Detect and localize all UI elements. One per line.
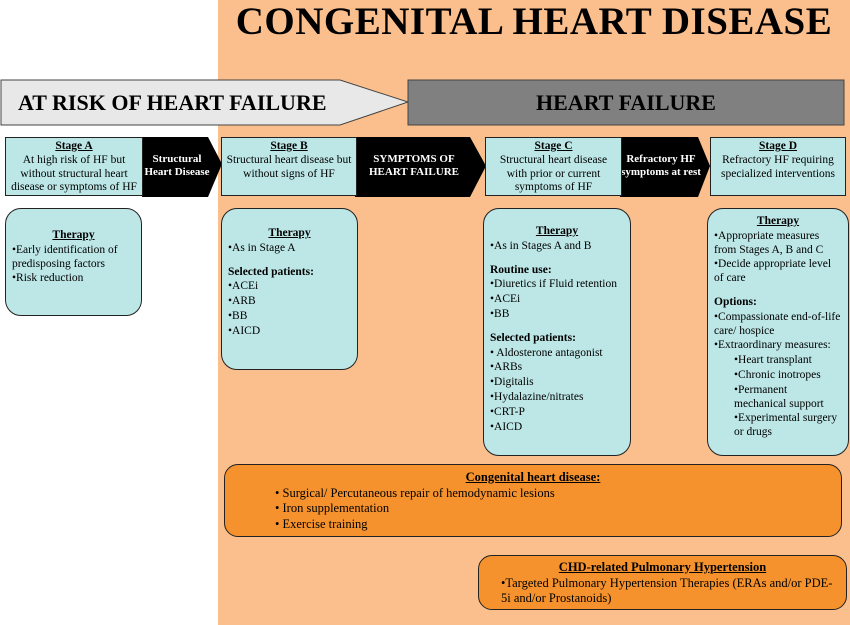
therapy-b-selected-item: •BB <box>228 309 248 322</box>
at-risk-band-label: AT RISK OF HEART FAILURE <box>18 90 327 115</box>
arrow-structural-heart-disease <box>142 137 222 197</box>
therapy-c-selected-item: •AICD <box>490 420 523 433</box>
therapy-a-box: Therapy •Early identification of predisp… <box>5 208 142 316</box>
transition-arrows <box>142 137 710 197</box>
therapy-d-title: Therapy <box>756 215 800 227</box>
heart-failure-band-label: HEART FAILURE <box>536 90 716 115</box>
therapy-d-options-label: Options: <box>714 295 757 308</box>
ph-therapy-title: CHD-related Pulmonary Hypertension <box>558 560 767 574</box>
therapy-b-selected-item: •ARB <box>228 295 256 308</box>
transition-label-b-c: SYMPTOMS OF HEART FAILURE <box>369 152 459 178</box>
stage-d-desc: Refractory HF requiring specialized inte… <box>720 153 835 180</box>
chd-therapy-title: Congenital heart disease: <box>465 470 601 484</box>
therapy-c-item: •As in Stages A and B <box>490 239 592 252</box>
therapy-d-extra-item: •Experimental surgery or drugs <box>734 412 838 439</box>
therapy-b-selected-label: Selected patients: <box>228 265 314 278</box>
stage-a-title: Stage A <box>55 140 93 152</box>
therapy-a-item: •Risk reduction <box>12 272 84 285</box>
therapy-c-routine-item: •Diuretics if Fluid retention <box>490 278 617 291</box>
chd-therapy-item: • Exercise training <box>275 516 368 531</box>
stage-d-box: Stage D Refractory HF requiring speciali… <box>710 137 846 196</box>
stage-d-title: Stage D <box>758 140 797 152</box>
therapy-c-box: Therapy •As in Stages A and B Routine us… <box>483 208 631 456</box>
therapy-c-title: Therapy <box>535 225 579 237</box>
therapy-c-selected-item: • Aldosterone antagonist <box>490 346 603 359</box>
therapy-c-routine-label: Routine use: <box>490 263 552 276</box>
therapy-c-routine-item: •BB <box>490 307 510 320</box>
therapy-d-extra-item: •Permanent mechanical support <box>734 383 824 410</box>
therapy-a-item: •Early identification of predisposing fa… <box>12 243 118 270</box>
page-title: CONGENITAL HEART DISEASE <box>235 0 833 43</box>
therapy-b-item: •As in Stage A <box>228 241 296 254</box>
chd-therapy-item: • Surgical/ Percutaneous repair of hemod… <box>275 485 555 500</box>
heart-failure-band <box>407 79 845 126</box>
transition-label-a-b: Structural Heart Disease <box>144 152 210 178</box>
therapy-b-selected-item: •ACEi <box>228 280 259 293</box>
therapy-b-box: Therapy •As in Stage A Selected patients… <box>221 208 358 370</box>
stage-c-desc: Structural heart disease with prior or c… <box>499 153 608 194</box>
therapy-c-routine-item: •ACEi <box>490 293 521 306</box>
stage-c-title: Stage C <box>534 140 573 152</box>
therapy-c-selected-item: •ARBs <box>490 361 523 374</box>
therapy-c-selected-item: •CRT-P <box>490 405 525 418</box>
therapy-c-selected-item: •Digitalis <box>490 376 534 389</box>
ph-therapy-text: •Targeted Pulmonary Hypertension Therapi… <box>501 575 833 606</box>
therapy-c-selected-item: •Hydalazine/nitrates <box>490 390 584 403</box>
therapy-d-box: Therapy •Appropriate measures from Stage… <box>707 208 849 456</box>
transition-label-c-d: Refractory HF symptoms at rest <box>621 152 701 178</box>
arrow-refractory-hf <box>620 137 710 197</box>
stage-a-box: Stage A At high risk of HF but without s… <box>5 137 143 196</box>
therapy-d-extra-item: •Heart transplant <box>734 354 812 367</box>
stage-b-title: Stage B <box>270 140 308 152</box>
ph-therapy-box: CHD-related Pulmonary Hypertension •Targ… <box>478 555 847 610</box>
stage-a-desc: At high risk of HF but without structura… <box>11 153 137 194</box>
therapy-c-selected-label: Selected patients: <box>490 331 576 344</box>
chd-therapy-box: Congenital heart disease: • Surgical/ Pe… <box>224 464 842 537</box>
therapy-d-item: •Appropriate measures from Stages A, B a… <box>714 229 824 256</box>
therapy-d-item: •Decide appropriate level of care <box>714 258 832 285</box>
at-risk-band-arrow <box>0 79 410 126</box>
therapy-d-extra-item: •Chronic inotropes <box>734 368 821 381</box>
therapy-b-title: Therapy <box>268 227 311 239</box>
stage-c-box: Stage C Structural heart disease with pr… <box>485 137 622 196</box>
therapy-d-option: •Compassionate end-of-life care/ hospice <box>714 310 841 337</box>
therapy-b-selected-item: •AICD <box>228 324 261 337</box>
band-arrows <box>0 79 845 126</box>
stage-b-box: Stage B Structural heart disease but wit… <box>221 137 357 196</box>
therapy-a-title: Therapy <box>52 229 95 241</box>
stage-b-desc: Structural heart disease but without sig… <box>226 153 352 180</box>
therapy-d-option: •Extraordinary measures: <box>714 339 831 352</box>
chd-therapy-item: • Iron supplementation <box>275 501 390 516</box>
arrow-symptoms-hf <box>355 137 486 197</box>
